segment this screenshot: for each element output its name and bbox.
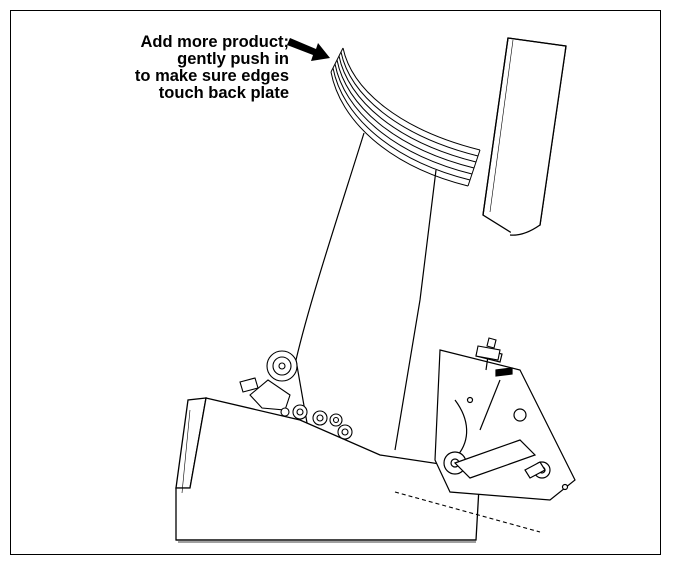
callout-line-1: Add more product; (140, 33, 290, 51)
left-roller-assembly (239, 350, 353, 440)
callout-line-3: to make sure edges (134, 67, 289, 85)
product-stack: document.currentScript.parentNode.innerH… (295, 132, 365, 441)
machine-base (175, 397, 481, 543)
instruction-callout: Add more product; gently push in to make… (135, 34, 289, 102)
new-product-bundle (330, 47, 481, 187)
callout-line-2: gently push in (177, 50, 289, 68)
adjustment-knob (475, 337, 501, 361)
back-plate (482, 37, 567, 236)
guide-rod (394, 169, 437, 451)
arrow-right-down-icon (287, 38, 330, 61)
feeder-head (434, 347, 576, 501)
callout-line-4: touch back plate (158, 84, 289, 102)
figure-frame (10, 10, 661, 555)
